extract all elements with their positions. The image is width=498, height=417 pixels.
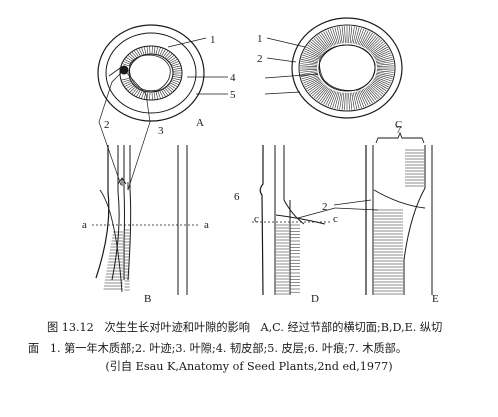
caption-line-1: 图 13.12 次生生长对叶迹和叶隙的影响 A,C. 经过节部的横切面;B,D,…	[47, 321, 443, 334]
panel-letter-d: D	[311, 293, 319, 305]
leader-lines-top	[98, 37, 319, 191]
caption-line-2: 面 1. 第一年木质部;2. 叶迹;3. 叶隙;4. 韧皮部;5. 皮层;6. …	[28, 342, 408, 355]
panel-a-cross-section	[97, 24, 205, 122]
panel-letter-b: B	[144, 293, 151, 305]
caption-citation: (引自 Esau K,Anatomy of Seed Plants,2nd ed…	[105, 360, 393, 373]
label-a-right: a	[204, 219, 209, 231]
panel-letter-a: A	[196, 117, 204, 129]
panel-d-longitudinal	[252, 145, 330, 296]
label-c-right: c	[333, 213, 338, 225]
label-7: 7	[396, 124, 402, 136]
label-5-a: 5	[230, 89, 236, 101]
figure-illustration: 1 4 5 A 1 2 C 2 3 a a B 6 c c D 7 2 E	[82, 17, 439, 305]
panel-c-cross-section	[291, 17, 403, 119]
panel-b-longitudinal	[92, 145, 200, 295]
label-c-left: c	[254, 213, 259, 225]
label-2-e: 2	[322, 201, 328, 213]
label-2-b: 2	[104, 119, 110, 131]
label-3-b: 3	[158, 125, 164, 137]
label-6: 6	[234, 191, 240, 203]
panel-e-longitudinal	[297, 131, 433, 295]
label-1-a: 1	[210, 34, 216, 46]
label-2-c: 2	[257, 53, 263, 65]
panel-letter-c: C	[395, 119, 402, 131]
panel-letter-e: E	[432, 293, 439, 305]
label-a-left: a	[82, 219, 87, 231]
label-1-c: 1	[257, 33, 263, 45]
label-4-a: 4	[230, 72, 236, 84]
